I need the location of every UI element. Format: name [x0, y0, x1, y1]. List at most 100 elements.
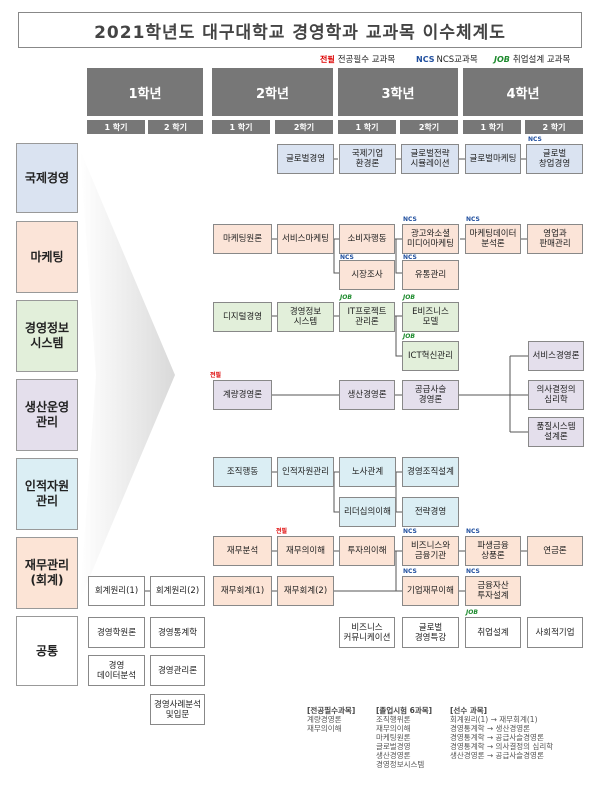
legend-required: 전필 전공필수 교과목 [320, 53, 395, 65]
required-courses-note: [전공필수과목] 계량경영론 재무의이해 [307, 706, 355, 733]
legend-label: NCS교과목 [436, 55, 478, 65]
course-box[interactable]: 경영통계학 [150, 617, 205, 648]
connector [272, 315, 402, 357]
course-box[interactable]: ICT혁신관리 [402, 341, 459, 371]
course-box[interactable]: 글로벌경영 [277, 144, 334, 174]
course-box[interactable]: 회계원리(1) [88, 576, 145, 606]
legend-label: 취업설계 교과목 [512, 55, 571, 65]
course-box[interactable]: 글로벌 경영특강 [402, 617, 459, 648]
job-badge-icon: JOB [403, 294, 415, 301]
course-box[interactable]: 사회적기업 [527, 617, 583, 648]
semester-header: 2 학기 [148, 120, 203, 134]
semester-header: 2학기 [275, 120, 333, 134]
course-box[interactable]: 소비자행동 [339, 224, 395, 254]
job-badge-icon: JOB [340, 294, 352, 301]
course-box[interactable]: 서비스마케팅 [277, 224, 334, 254]
course-box[interactable]: 글로벌마케팅 [465, 144, 521, 174]
course-box[interactable]: 재무회계(1) [213, 576, 272, 606]
course-box[interactable]: 경영 데이터분석 [88, 655, 145, 686]
semester-header: 1 학기 [463, 120, 521, 134]
course-box[interactable]: 시장조사 [339, 260, 395, 290]
course-box[interactable]: 경영학원론 [88, 617, 145, 648]
course-box[interactable]: 연금론 [527, 536, 583, 566]
note-line: 경영통계학 → 공급사슬경영론 [450, 733, 544, 742]
course-box[interactable]: 품질시스템 설계론 [528, 417, 584, 447]
course-box[interactable]: 투자의이해 [339, 536, 395, 566]
course-box[interactable]: 회계원리(2) [150, 576, 205, 606]
course-box[interactable]: 파생금융 상품론 [465, 536, 521, 566]
course-box[interactable]: 서비스경영론 [528, 341, 584, 371]
category-common: 공통 [16, 616, 78, 686]
ncs-badge-icon: NCS [416, 54, 435, 64]
connector [333, 239, 402, 274]
semester-header: 2 학기 [525, 120, 583, 134]
course-box[interactable]: 경영조직설계 [402, 457, 459, 487]
ncs-badge-icon: NCS [528, 136, 542, 143]
note-header: [선수 과목] [450, 706, 488, 715]
ncs-badge-icon: NCS [403, 216, 417, 223]
prerequisite-note: [선수 과목] 회계원리(1) → 재무회계(1) 경영통계학 → 생산경영론 … [450, 706, 553, 760]
course-box[interactable]: 계량경영론 [213, 380, 272, 410]
course-box[interactable]: 경영관리론 [150, 655, 205, 686]
course-box[interactable]: 비즈니스와 금융기관 [402, 536, 459, 566]
note-header: [졸업시험 6과목] [376, 706, 433, 715]
course-box[interactable]: 재무회계(2) [277, 576, 334, 606]
ncs-badge-icon: NCS [340, 254, 354, 261]
course-box[interactable]: 전략경영 [402, 497, 459, 527]
ncs-badge-icon: NCS [466, 216, 480, 223]
note-line: 생산경영론 → 공급사슬경영론 [450, 751, 544, 760]
semester-header: 1 학기 [338, 120, 396, 134]
semester-header: 1 학기 [87, 120, 145, 134]
required-badge-icon: 전필 [276, 528, 288, 535]
course-box[interactable]: 경영정보 시스템 [277, 302, 334, 332]
course-box[interactable]: 생산경영론 [339, 380, 395, 410]
course-box[interactable]: 마케팅원론 [213, 224, 272, 254]
job-badge-icon: JOB [494, 54, 510, 64]
course-box[interactable]: 공급사슬 경영론 [402, 380, 459, 410]
course-box[interactable]: 유통관리 [402, 260, 459, 290]
job-badge-icon: JOB [403, 333, 415, 340]
course-box[interactable]: 재무분석 [213, 536, 272, 566]
note-line: 경영통계학 → 생산경영론 [450, 724, 531, 733]
exam-courses-note: [졸업시험 6과목] 조직행위론 재무의이해 마케팅원론 글로벌경영 생산경영론… [376, 706, 432, 769]
course-box[interactable]: 인적자원관리 [277, 457, 334, 487]
semester-header: 1 학기 [212, 120, 270, 134]
course-box[interactable]: 마케팅데이터 분석론 [465, 224, 521, 254]
course-box[interactable]: 재무의이해 [277, 536, 334, 566]
note-line: 회계원리(1) → 재무회계(1) [450, 715, 538, 724]
course-box[interactable]: 글로벌 창업경영 [526, 144, 583, 174]
course-box[interactable]: 노사관계 [339, 457, 396, 487]
course-box[interactable]: 글로벌전략 시뮬레이션 [401, 144, 459, 174]
ncs-badge-icon: NCS [466, 528, 480, 535]
course-box[interactable]: IT프로젝트 관리론 [339, 302, 395, 332]
category-international: 국제경영 [16, 143, 78, 213]
course-box[interactable]: 영업과 판매관리 [527, 224, 583, 254]
course-box[interactable]: 광고와소셜 미디어마케팅 [402, 224, 459, 254]
note-line: 계량경영론 [307, 715, 342, 724]
course-box[interactable]: 기업재무이해 [402, 576, 459, 606]
course-box[interactable]: 디지털경영 [213, 302, 272, 332]
course-box[interactable]: 리더십의이해 [339, 497, 396, 527]
category-mis: 경영정보 시스템 [16, 300, 78, 372]
course-box[interactable]: 의사결정의 심리학 [528, 380, 584, 410]
job-badge-icon: JOB [466, 609, 478, 616]
course-box[interactable]: 금융자산 투자설계 [465, 576, 521, 606]
ncs-badge-icon: NCS [403, 528, 417, 535]
connector [272, 550, 527, 592]
arrow-shape [80, 150, 175, 600]
note-line: 재무의이해 [376, 724, 411, 733]
note-line: 경영통계학 → 의사결정의 심리학 [450, 742, 554, 751]
note-line: 마케팅원론 [376, 733, 411, 742]
legend-label: 전공필수 교과목 [337, 55, 396, 65]
semester-header: 2학기 [400, 120, 458, 134]
course-box[interactable]: 조직행동 [213, 457, 272, 487]
legend-ncs: NCS NCS교과목 [416, 53, 478, 65]
course-box[interactable]: 취업설계 [465, 617, 521, 648]
course-box[interactable]: 비즈니스 커뮤니케이션 [339, 617, 395, 648]
course-box[interactable]: E비즈니스 모델 [402, 302, 459, 332]
course-box[interactable]: 경영사례분석 및입문 [150, 694, 205, 725]
note-line: 생산경영론 [376, 751, 411, 760]
course-box[interactable]: 국제기업 환경론 [339, 144, 396, 174]
